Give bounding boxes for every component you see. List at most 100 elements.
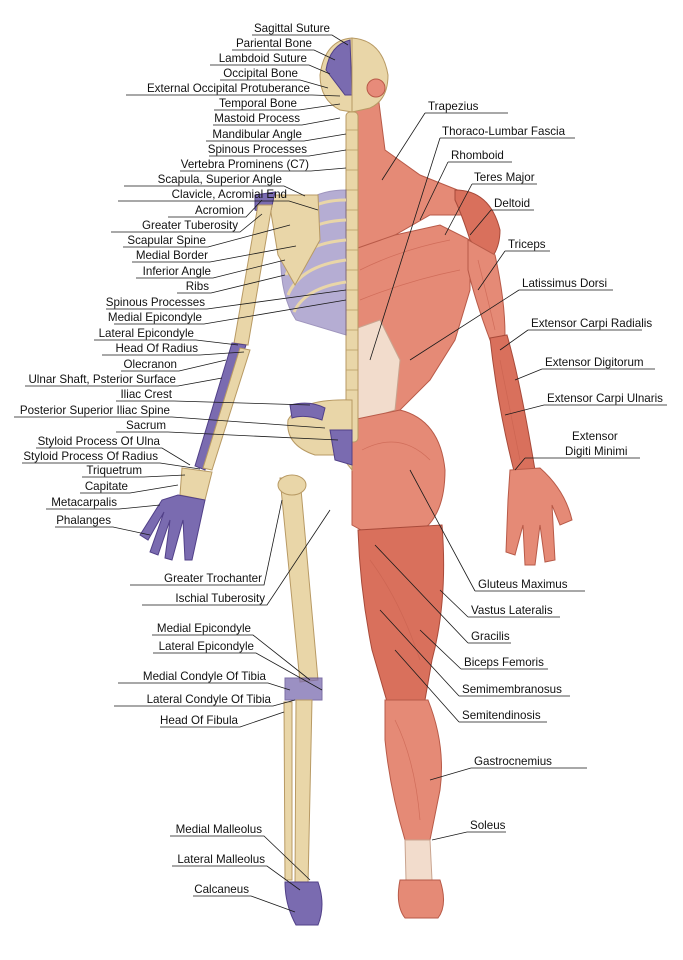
label-mandibular-angle: Mandibular Angle (212, 128, 302, 141)
label-medial-epicondyle-leg: Medial Epicondyle (157, 622, 251, 635)
femur-shape (279, 477, 319, 683)
label-extensor-carpi-radialis: Extensor Carpi Radialis (531, 317, 652, 330)
label-thoraco-lumbar-fascia: Thoraco-Lumbar Fascia (442, 125, 566, 138)
forearm-shape (489, 334, 536, 476)
label-spinous-processes-upper: Spinous Processes (208, 143, 307, 156)
label-semitendinosis: Semitendinosis (462, 709, 541, 722)
greater-trochanter-shape (277, 474, 307, 496)
label-inferior-angle: Inferior Angle (143, 265, 211, 278)
label-head-of-radius: Head Of Radius (116, 342, 199, 355)
skeletal-system (139, 37, 389, 926)
spine-shape (345, 111, 359, 443)
label-biceps-femoris: Biceps Femoris (464, 656, 544, 669)
calf-shape (384, 699, 442, 841)
label-spinous-processes-lower: Spinous Processes (106, 296, 205, 309)
label-metacarpalis: Metacarpalis (51, 496, 117, 509)
label-iliac-crest: Iliac Crest (120, 388, 172, 401)
label-ribs: Ribs (186, 280, 209, 293)
label-medial-epicondyle-arm: Medial Epicondyle (108, 311, 202, 324)
muscle-fibers (359, 239, 521, 821)
label-lateral-malleolus: Lateral Malleolus (177, 853, 265, 866)
fibula-shape (283, 701, 293, 881)
label-capitate: Capitate (85, 480, 128, 493)
label-medial-condyle-tibia: Medial Condyle Of Tibia (143, 670, 267, 683)
right-labels: Trapezius Thoraco-Lumbar Fascia Rhomboid… (428, 100, 663, 832)
radius-shape (202, 347, 251, 471)
gluteus-shape (351, 409, 446, 536)
triceps-shape (467, 239, 506, 341)
left-labels: Sagittal Suture Pariental Bone Lambdoid … (20, 22, 330, 527)
label-head-of-fibula: Head Of Fibula (160, 714, 239, 727)
skull-parietal-shape (325, 39, 353, 96)
label-clavicle-acromial-end: Clavicle, Acromial End (172, 188, 287, 201)
label-ischial-tuberosity: Ischial Tuberosity (175, 592, 265, 605)
sacrum-shape (329, 429, 353, 466)
label-extensor-carpi-ulnaris: Extensor Carpi Ulnaris (547, 392, 663, 405)
label-posterior-superior-iliac-spine: Posterior Superior Iliac Spine (20, 404, 170, 417)
left-leader-lines (14, 34, 349, 536)
label-gracilis: Gracilis (471, 630, 510, 643)
label-scapula-superior-angle: Scapula, Superior Angle (158, 173, 282, 186)
label-deltoid: Deltoid (494, 197, 530, 210)
knee-shape (284, 677, 323, 701)
iliac-crest-shape (289, 402, 326, 421)
trapezius-shape (351, 94, 471, 251)
lower-left-labels: Greater Trochanter Ischial Tuberosity Me… (143, 572, 272, 896)
label-extensor-digitorum: Extensor Digitorum (545, 356, 644, 369)
label-extensor: Extensor (572, 430, 618, 443)
label-triquetrum: Triquetrum (86, 464, 142, 477)
muscular-system (351, 94, 573, 919)
thigh-shape (357, 524, 445, 706)
label-scapular-spine: Scapular Spine (127, 234, 206, 247)
label-gluteus-maximus: Gluteus Maximus (478, 578, 568, 591)
label-greater-tuberosity: Greater Tuberosity (142, 219, 238, 232)
label-styloid-process-radius: Styloid Process Of Radius (23, 450, 158, 463)
label-calcaneus: Calcaneus (194, 883, 249, 896)
label-digiti-minimi: Digiti Minimi (565, 445, 627, 458)
label-mastoid-process: Mastoid Process (214, 112, 300, 125)
label-gastrocnemius: Gastrocnemius (474, 755, 552, 768)
label-trapezius: Trapezius (428, 100, 479, 113)
vertebrae-lines (346, 129, 358, 391)
label-temporal-bone: Temporal Bone (219, 97, 297, 110)
label-lateral-condyle-tibia: Lateral Condyle Of Tibia (147, 693, 272, 706)
label-soleus: Soleus (470, 819, 506, 832)
tibia-shape (294, 699, 313, 886)
label-pariental-bone: Pariental Bone (236, 37, 312, 50)
achilles-shape (404, 839, 433, 881)
label-vastus-lateralis: Vastus Lateralis (471, 604, 553, 617)
label-olecranon: Olecranon (124, 358, 178, 371)
label-acromion: Acromion (195, 204, 244, 217)
label-ulnar-shaft: Ulnar Shaft, Psterior Surface (28, 373, 176, 386)
label-triceps: Triceps (508, 238, 546, 251)
label-sacrum: Sacrum (126, 419, 166, 432)
label-teres-major: Teres Major (474, 171, 535, 184)
label-medial-malleolus: Medial Malleolus (176, 823, 263, 836)
foot-shape (397, 879, 444, 919)
label-sagittal-suture: Sagittal Suture (254, 22, 330, 35)
label-rhomboid: Rhomboid (451, 149, 504, 162)
right-hand-shape (505, 467, 573, 566)
label-latissimus-dorsi: Latissimus Dorsi (522, 277, 607, 290)
ear-shape (366, 78, 386, 98)
label-phalanges: Phalanges (56, 514, 111, 527)
right-leader-lines (369, 112, 667, 841)
label-vertebra-prominens: Vertebra Prominens (C7) (181, 158, 309, 171)
scapula-shape (267, 194, 321, 287)
phalanges-shape (139, 494, 206, 561)
label-medial-border: Medial Border (136, 249, 208, 262)
lower-left-leader-lines (114, 499, 331, 913)
figure (139, 37, 573, 926)
label-lambdoid-suture: Lambdoid Suture (219, 52, 307, 65)
label-styloid-process-ulna: Styloid Process Of Ulna (38, 435, 161, 448)
carpals-shape (179, 467, 213, 501)
label-external-occipital-protuberance: External Occipital Protuberance (147, 82, 310, 95)
calcaneus-shape (284, 881, 323, 926)
label-lateral-epicondyle-leg: Lateral Epicondyle (159, 640, 254, 653)
skull-right-shape (351, 37, 389, 113)
label-occipital-bone: Occipital Bone (223, 67, 298, 80)
humerus-shape (233, 204, 273, 346)
label-lateral-epicondyle-arm: Lateral Epicondyle (99, 327, 194, 340)
label-greater-trochanter: Greater Trochanter (164, 572, 262, 585)
